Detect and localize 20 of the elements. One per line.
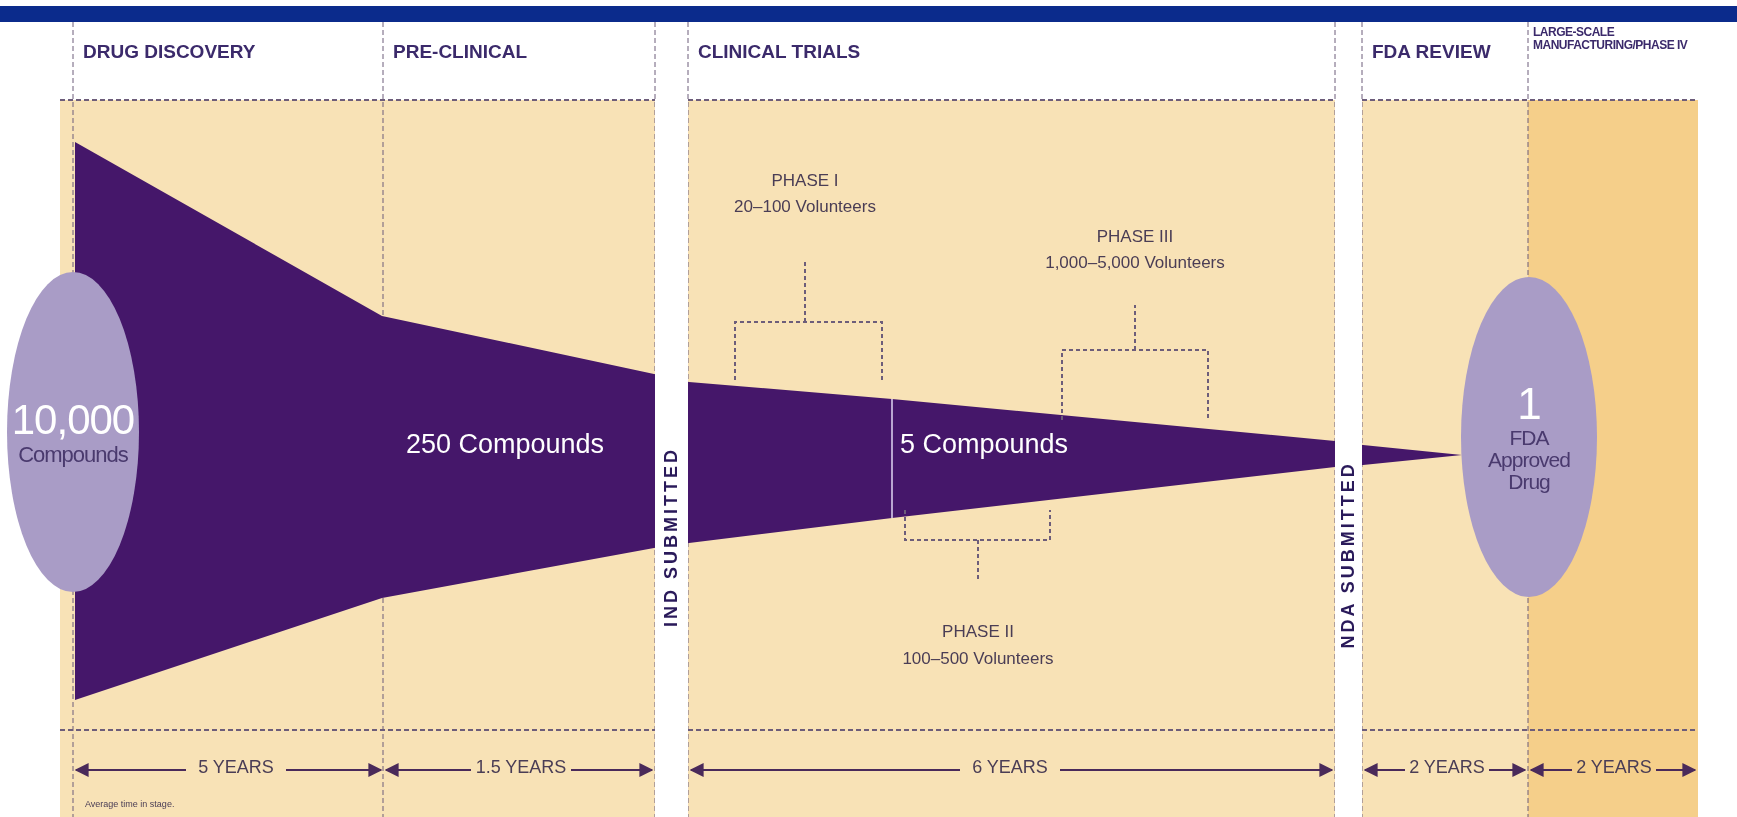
volunteer-count: 20–100 Volunteers: [733, 198, 877, 217]
stage-heading: PRE-CLINICAL: [393, 42, 528, 63]
phase-name: PHASE I: [770, 172, 840, 191]
stage-heading: DRUG DISCOVERY: [83, 42, 256, 63]
phase-name: PHASE II: [941, 623, 1015, 642]
compound-count: 250 Compounds: [404, 430, 606, 460]
volunteer-count: 100–500 Volunteers: [901, 650, 1055, 669]
milestone-label: IND SUBMITTED: [662, 445, 682, 629]
footnote: Average time in stage.: [85, 800, 175, 810]
volunteer-count: 1,000–5,000 Volunteers: [1044, 254, 1226, 273]
phase-name: PHASE III: [1095, 228, 1175, 247]
stage-heading: LARGE-SCALE MANUFACTURING/PHASE IV: [1533, 26, 1689, 53]
count-label: FDA Approved Drug: [1487, 427, 1571, 494]
stage-heading: FDA REVIEW: [1372, 42, 1491, 63]
count-number: 1: [1517, 380, 1541, 427]
count-label: Compounds: [18, 442, 128, 466]
stage-heading: CLINICAL TRIALS: [698, 42, 861, 63]
milestone-label: NDA SUBMITTED: [1339, 460, 1359, 651]
compound-count: 5 Compounds: [900, 430, 1069, 460]
count-number: 10,000: [11, 398, 135, 443]
